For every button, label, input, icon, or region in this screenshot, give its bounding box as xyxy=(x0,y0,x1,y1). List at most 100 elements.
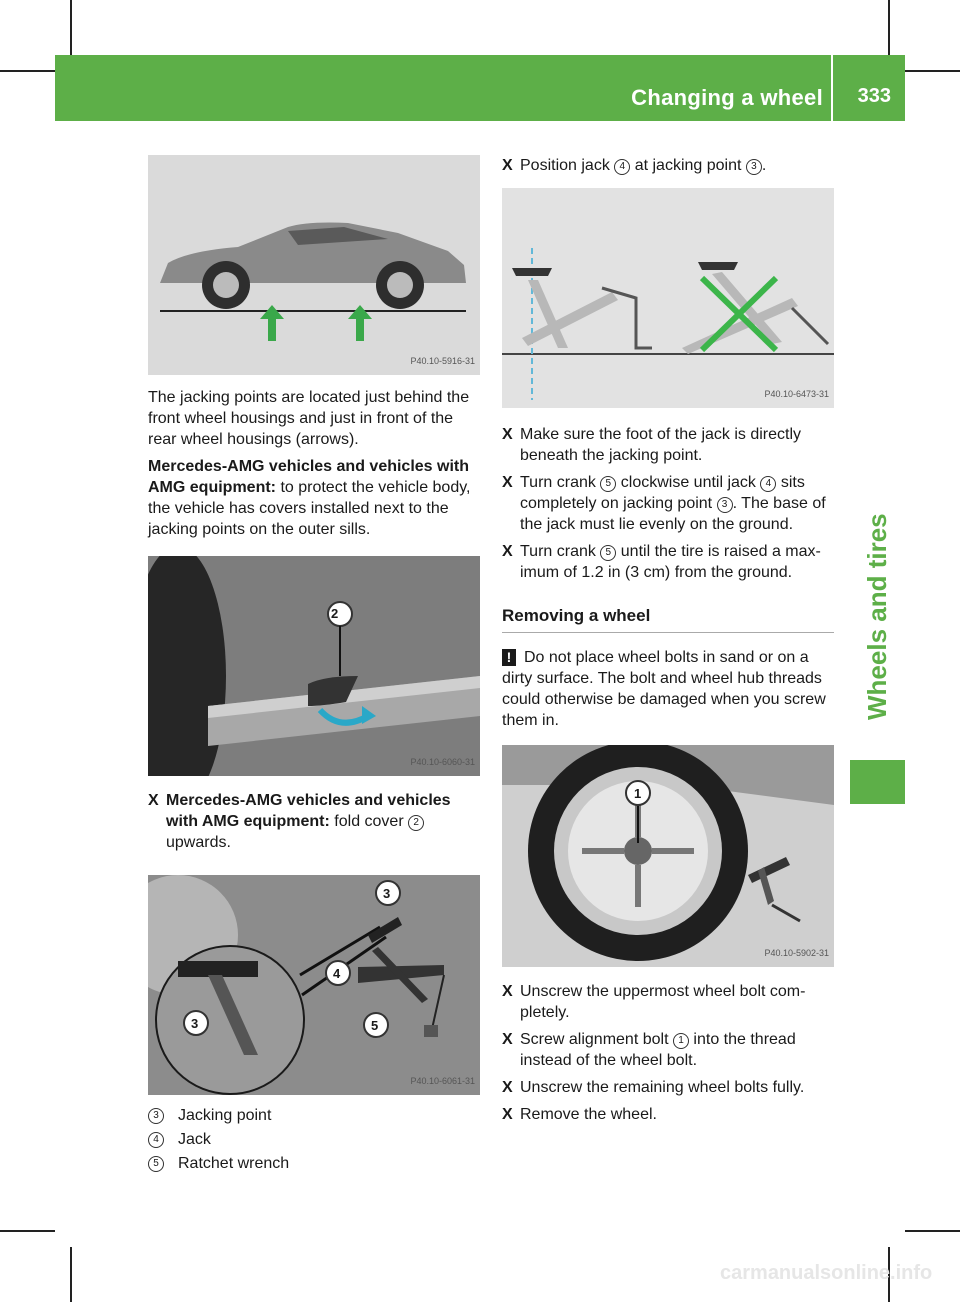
instruction-step: X Remove the wheel. xyxy=(502,1104,834,1125)
crop-mark xyxy=(0,70,55,72)
callout-number: 1 xyxy=(634,786,642,801)
step-text: into the thread instead of the wheel bol… xyxy=(520,1031,796,1069)
header-divider xyxy=(831,55,833,121)
callout-number: 3 xyxy=(716,497,733,513)
step-text: . xyxy=(761,157,767,174)
step-marker: X xyxy=(502,157,513,174)
legend-item: 5 Ratchet wrench xyxy=(148,1153,480,1174)
chapter-tab-marker xyxy=(850,760,905,804)
callout-number: 4 xyxy=(760,476,777,492)
instruction-step: X Mercedes-AMG vehicles and vehicles wit… xyxy=(148,790,480,853)
step-text: at jacking point xyxy=(630,157,746,174)
chapter-tab-label: Wheels and tires xyxy=(862,513,892,720)
instruction-step: X Turn crank 5 clockwise until jack 4 si… xyxy=(502,472,834,535)
right-column: X Position jack 4 at jacking point 3. P4… xyxy=(502,155,834,1125)
figure-jack-position: 3 4 5 3 P40.10-6061-31 xyxy=(148,875,480,1095)
page-title: Changing a wheel xyxy=(631,85,823,110)
figure-legend: 3 Jacking point 4 Jack 5 Ratchet wrench xyxy=(148,1105,480,1174)
callout-number: 3 xyxy=(745,159,762,175)
step-text: Remove the wheel. xyxy=(520,1106,657,1123)
crop-mark xyxy=(888,0,890,55)
legend-label: Ratchet wrench xyxy=(178,1155,290,1172)
step-marker: X xyxy=(502,1031,513,1048)
car-side-illustration xyxy=(148,155,480,375)
body-text: Mercedes-AMG vehicles and vehicles with … xyxy=(148,456,480,540)
callout-number: 3 xyxy=(383,886,391,901)
step-marker: X xyxy=(502,1079,513,1096)
figure-code: P40.10-6061-31 xyxy=(410,1076,475,1086)
callout-number: 2 xyxy=(408,815,425,831)
step-marker: X xyxy=(502,1106,513,1123)
crop-mark xyxy=(905,70,960,72)
callout-number: 4 xyxy=(614,159,631,175)
callout-number: 1 xyxy=(672,1033,689,1049)
legend-item: 4 Jack xyxy=(148,1129,480,1150)
callout-number: 4 xyxy=(148,1131,164,1148)
instruction-step: X Screw alignment bolt 1 into the thread… xyxy=(502,1029,834,1071)
crop-mark xyxy=(0,1230,55,1232)
figure-code: P40.10-6473-31 xyxy=(764,389,829,399)
sill-cover-illustration xyxy=(148,556,480,776)
step-text: Unscrew the uppermost wheel bolt com-ple… xyxy=(520,983,806,1021)
step-text: Unscrew the remaining wheel bolts fully. xyxy=(520,1079,805,1096)
callout-number: 5 xyxy=(600,545,617,561)
figure-sill-cover: 2 P40.10-6060-31 xyxy=(148,556,480,776)
callout-number: 4 xyxy=(333,966,341,981)
crop-mark xyxy=(70,0,72,55)
instruction-step: X Make sure the foot of the jack is dire… xyxy=(502,424,834,466)
step-text: Screw alignment bolt xyxy=(520,1031,673,1048)
instruction-step: X Unscrew the remaining wheel bolts full… xyxy=(502,1077,834,1098)
body-text: The jacking points are located just behi… xyxy=(148,389,470,448)
crop-mark xyxy=(70,1247,72,1302)
callout-number: 5 xyxy=(371,1018,379,1033)
left-column: P40.10-5916-31 The jacking points are lo… xyxy=(148,155,480,1177)
warning-text: Do not place wheel bolts in sand or on a… xyxy=(502,649,826,729)
warning-icon: ! xyxy=(502,649,516,666)
callout-number: 2 xyxy=(331,606,339,621)
figure-code: P40.10-5916-31 xyxy=(410,356,475,366)
step-text: clockwise until jack xyxy=(616,474,761,491)
figure-jack-correct-incorrect: P40.10-6473-31 xyxy=(502,188,834,408)
jack-correct-incorrect-illustration xyxy=(502,188,834,408)
legend-item: 3 Jacking point xyxy=(148,1105,480,1126)
callout-number: 3 xyxy=(148,1107,164,1124)
instruction-step: X Turn crank 5 until the tire is raised … xyxy=(502,541,834,583)
callout-number: 5 xyxy=(600,476,617,492)
step-text-bold: Mercedes-AMG vehicles and vehicles with … xyxy=(166,792,451,830)
figure-wheel-removal: 1 P40.10-5902-31 xyxy=(502,745,834,967)
page-number: 333 xyxy=(857,85,891,107)
instruction-step: X Position jack 4 at jacking point 3. xyxy=(502,155,834,176)
crop-mark xyxy=(905,1230,960,1232)
step-marker: X xyxy=(502,983,513,1000)
step-text: until the tire is raised a max-imum of 1… xyxy=(520,543,821,581)
body-text-rest: to protect the vehicle body, the vehicle… xyxy=(148,479,471,538)
legend-label: Jacking point xyxy=(178,1107,272,1124)
warning-note: !Do not place wheel bolts in sand or on … xyxy=(502,647,834,731)
header-bar: Changing a wheel 333 xyxy=(55,55,905,121)
step-marker: X xyxy=(502,474,513,491)
step-text: Turn crank xyxy=(520,543,601,560)
figure-code: P40.10-6060-31 xyxy=(410,757,475,767)
step-text: Position jack xyxy=(520,157,615,174)
step-text: Turn crank xyxy=(520,474,601,491)
step-text: sits completely on jacking point xyxy=(520,474,805,512)
step-marker: X xyxy=(502,426,513,443)
step-text: . The base of the jack must lie evenly o… xyxy=(520,495,826,533)
step-text: Make sure the foot of the jack is direct… xyxy=(520,426,802,464)
legend-label: Jack xyxy=(178,1131,211,1148)
crop-mark xyxy=(888,1247,890,1302)
section-heading: Removing a wheel xyxy=(502,605,834,633)
callout-number: 3 xyxy=(191,1016,199,1031)
callout-number: 5 xyxy=(148,1155,164,1172)
step-marker: X xyxy=(502,543,513,560)
body-text-bold: Mercedes-AMG vehicles and vehicles with … xyxy=(148,458,470,496)
step-text: upwards. xyxy=(166,834,231,851)
figure-car-jacking-points: P40.10-5916-31 xyxy=(148,155,480,375)
watermark: carmanualsonline.info xyxy=(720,1262,933,1284)
step-marker: X xyxy=(148,792,159,809)
step-text: fold cover xyxy=(329,813,409,830)
figure-code: P40.10-5902-31 xyxy=(764,948,829,958)
jack-position-illustration xyxy=(148,875,480,1095)
wheel-removal-illustration xyxy=(502,745,834,967)
instruction-step: X Unscrew the uppermost wheel bolt com-p… xyxy=(502,981,834,1023)
